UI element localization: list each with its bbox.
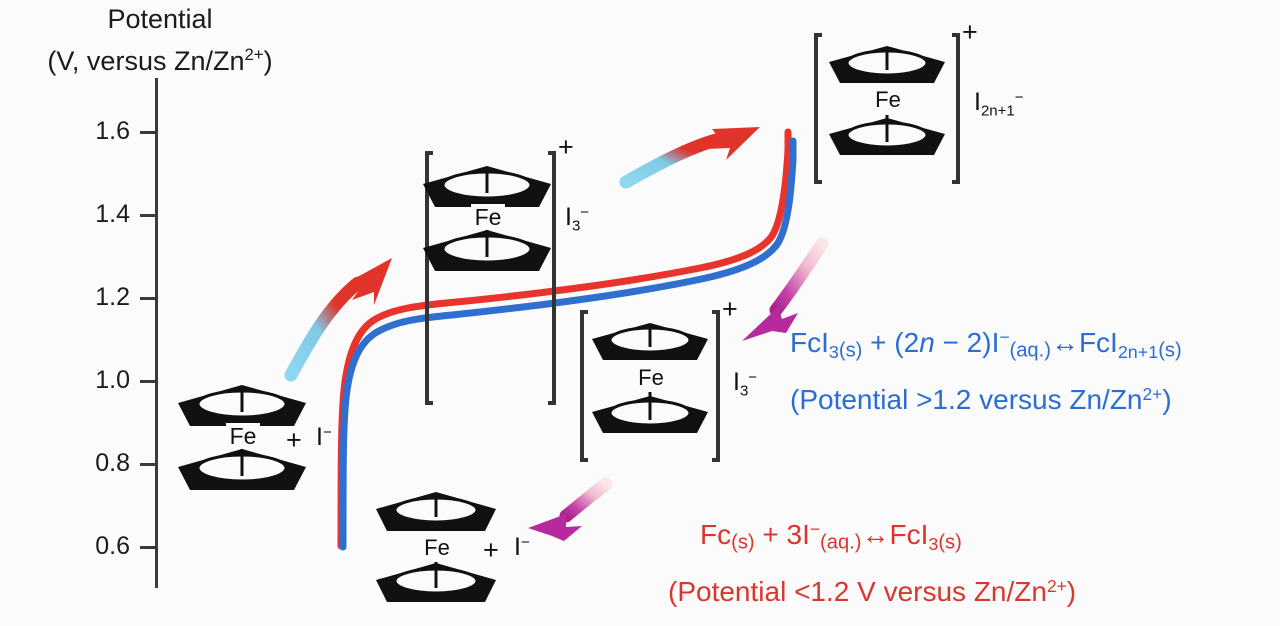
blue-reaction-equation: FcI3(s) + (2n − 2)I−(aq.)↔FcI2n+1(s) (Po… (790, 316, 1182, 421)
svg-text:Fe: Fe (230, 423, 257, 449)
y-tick-0.6 (140, 546, 158, 549)
red-equation-line1: Fc(s) + 3I−(aq.)↔FcI3(s) (700, 519, 962, 554)
svg-text:Fe: Fe (875, 87, 901, 112)
arrow-oxidation-upper-middle (619, 127, 760, 189)
red-charge-curve (337, 128, 792, 550)
y-tick-label-1.4: 1.4 (95, 200, 130, 228)
red-reaction-equation: Fc(s) + 3I−(aq.)↔FcI3(s) (Potential <1.2… (668, 508, 1076, 613)
arrow-oxidation-lower-left (284, 258, 392, 382)
svg-text:Fe: Fe (475, 204, 502, 230)
blue-equation-line1: FcI3(s) + (2n − 2)I−(aq.)↔FcI2n+1(s) (790, 327, 1182, 362)
svg-text:Fe: Fe (424, 535, 450, 560)
y-tick-label-0.8: 0.8 (95, 449, 130, 477)
y-tick-label-0.6: 0.6 (95, 532, 130, 560)
iodide-ion-left: I− (316, 423, 332, 451)
triiodide-ion-upper: I3− (565, 203, 590, 235)
iodide-ion-bottom: I− (514, 533, 530, 561)
left-plus-sign: + (286, 425, 302, 455)
ferrocenium-upper-charge: + (558, 132, 574, 162)
bottom-plus-sign: + (483, 535, 499, 565)
ferrocenium-triiodide-upper: Fe (423, 151, 556, 405)
triiodide-ion-middle: I3− (733, 368, 758, 400)
ferrocenium-middle-charge: + (722, 294, 738, 324)
svg-text:Fe: Fe (638, 365, 664, 390)
red-equation-line2: (Potential <1.2 V versus Zn/Zn2+) (668, 575, 1077, 607)
y-axis-title-line2: (V, versus Zn/Zn2+) (47, 45, 273, 76)
y-tick-label-1.0: 1.0 (95, 366, 130, 394)
y-tick-1.6 (140, 131, 158, 134)
y-tick-1.0 (140, 380, 158, 383)
arrow-product-pointer-lower (528, 477, 613, 541)
y-axis-line (155, 78, 158, 588)
ferrocenium-topright-charge: + (962, 17, 978, 47)
y-tick-1.2 (140, 297, 158, 300)
ferrocenium-triiodide-middle: Fe (580, 310, 720, 462)
y-tick-label-1.2: 1.2 (95, 283, 130, 311)
blue-charge-curve (339, 137, 797, 551)
y-tick-0.8 (140, 463, 158, 466)
ferrocene-neutral-bottom: Fe (376, 492, 496, 602)
y-axis-title-line1: Potential (107, 4, 213, 34)
y-axis-title: Potential (V, versus Zn/Zn2+) (0, 2, 320, 79)
y-tick-1.4 (140, 214, 158, 217)
zn-charge-superscript: 2+ (244, 45, 264, 64)
polyiodide-ion-topright: I2n+1− (974, 88, 1024, 120)
y-tick-label-1.6: 1.6 (95, 117, 130, 145)
blue-equation-line2: (Potential >1.2 versus Zn/Zn2+) (790, 383, 1172, 415)
ferrocenium-polyiodide-topright: Fe (814, 33, 960, 184)
